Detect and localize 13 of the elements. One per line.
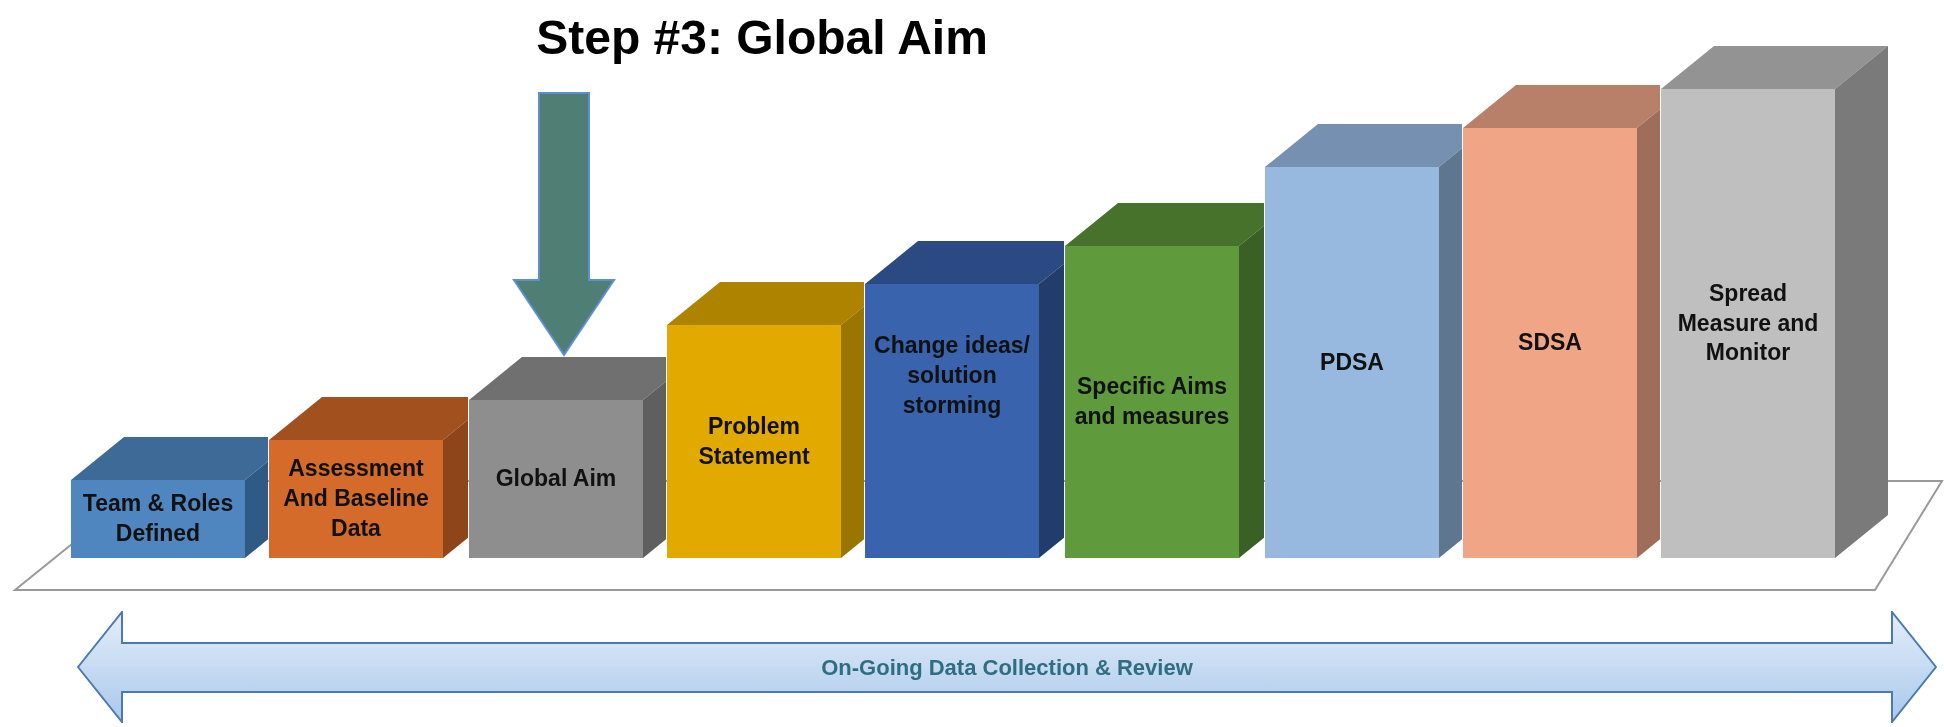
step-label: Global Aim (495, 464, 617, 494)
step-label: PDSA (1320, 347, 1384, 377)
step-label: Team & Roles Defined (81, 489, 235, 548)
double-arrow-band (77, 611, 1937, 723)
step-label: SDSA (1518, 328, 1582, 358)
step-label: Change ideas/ solution storming (873, 331, 1031, 420)
step-label: Problem Statement (697, 411, 811, 471)
step-label: Spread Measure and Monitor (1676, 278, 1820, 368)
title: Step #3: Global Aim (536, 10, 988, 65)
band-label: On-Going Data Collection & Review (821, 654, 1193, 681)
down-arrow (512, 92, 616, 357)
step-label: Specific Aims and measures (1073, 372, 1231, 431)
step-label: Assessment And Baseline Data (282, 454, 430, 543)
